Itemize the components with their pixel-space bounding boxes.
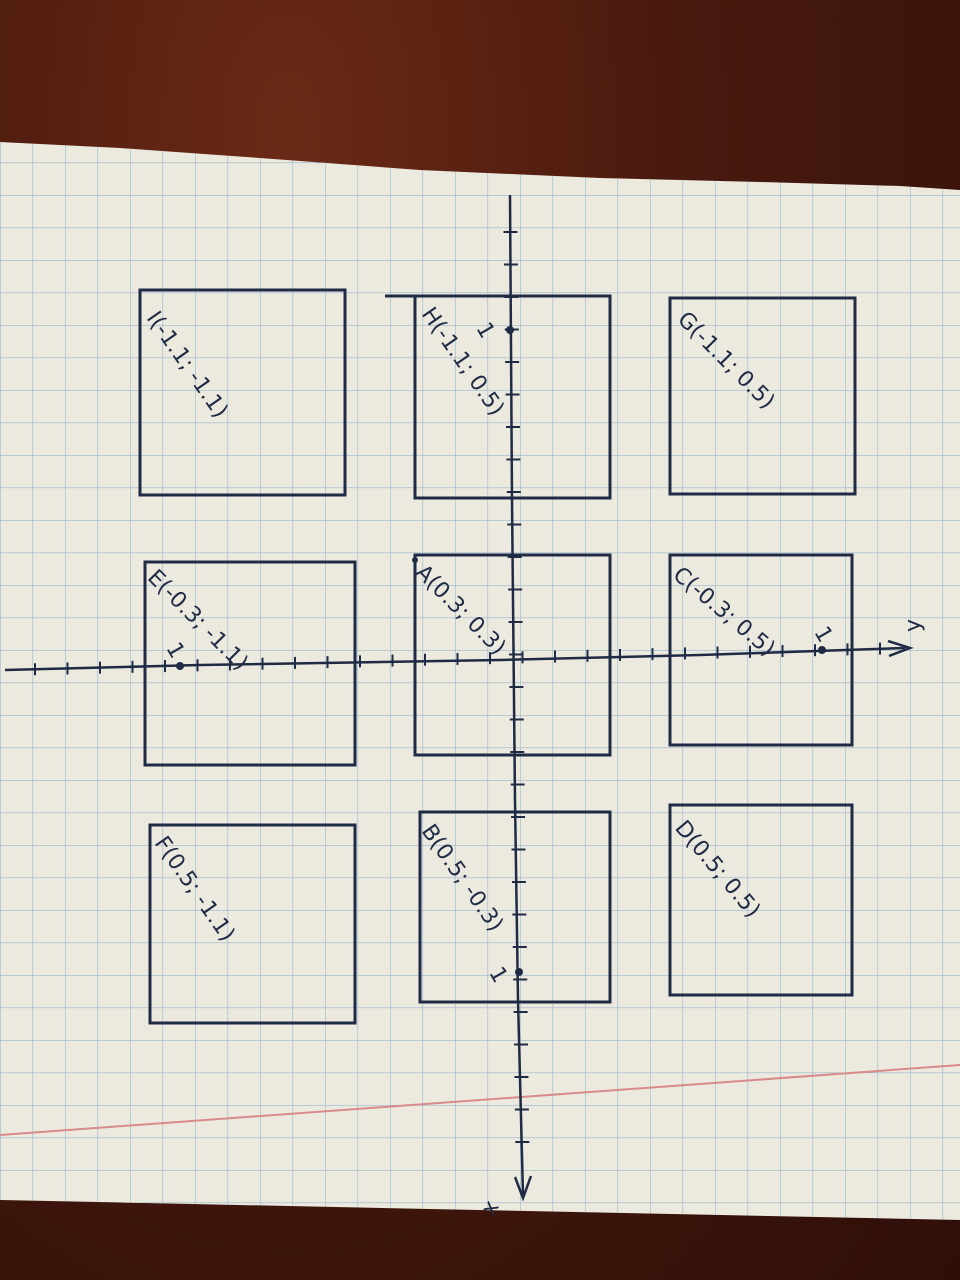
unit-dot-bottom (515, 968, 523, 976)
unit-dot-left (176, 662, 184, 670)
box-i (138, 288, 347, 497)
paper-sheet (0, 142, 960, 1220)
horizontal-axis-label: y (901, 619, 926, 632)
horizontal-axis-arrowhead (887, 639, 914, 658)
horizontal-axis (4, 639, 914, 672)
box-d (668, 803, 854, 997)
unit-points (176, 326, 826, 976)
box-a-corner-dot (412, 557, 418, 563)
unit-dot-top (506, 326, 514, 334)
unit-dot-right (818, 646, 826, 654)
vertical-axis (508, 194, 533, 1202)
margin-line (0, 1064, 960, 1136)
vertical-axis-arrowhead (513, 1175, 533, 1202)
box-f (148, 823, 357, 1025)
box-g (668, 296, 857, 496)
